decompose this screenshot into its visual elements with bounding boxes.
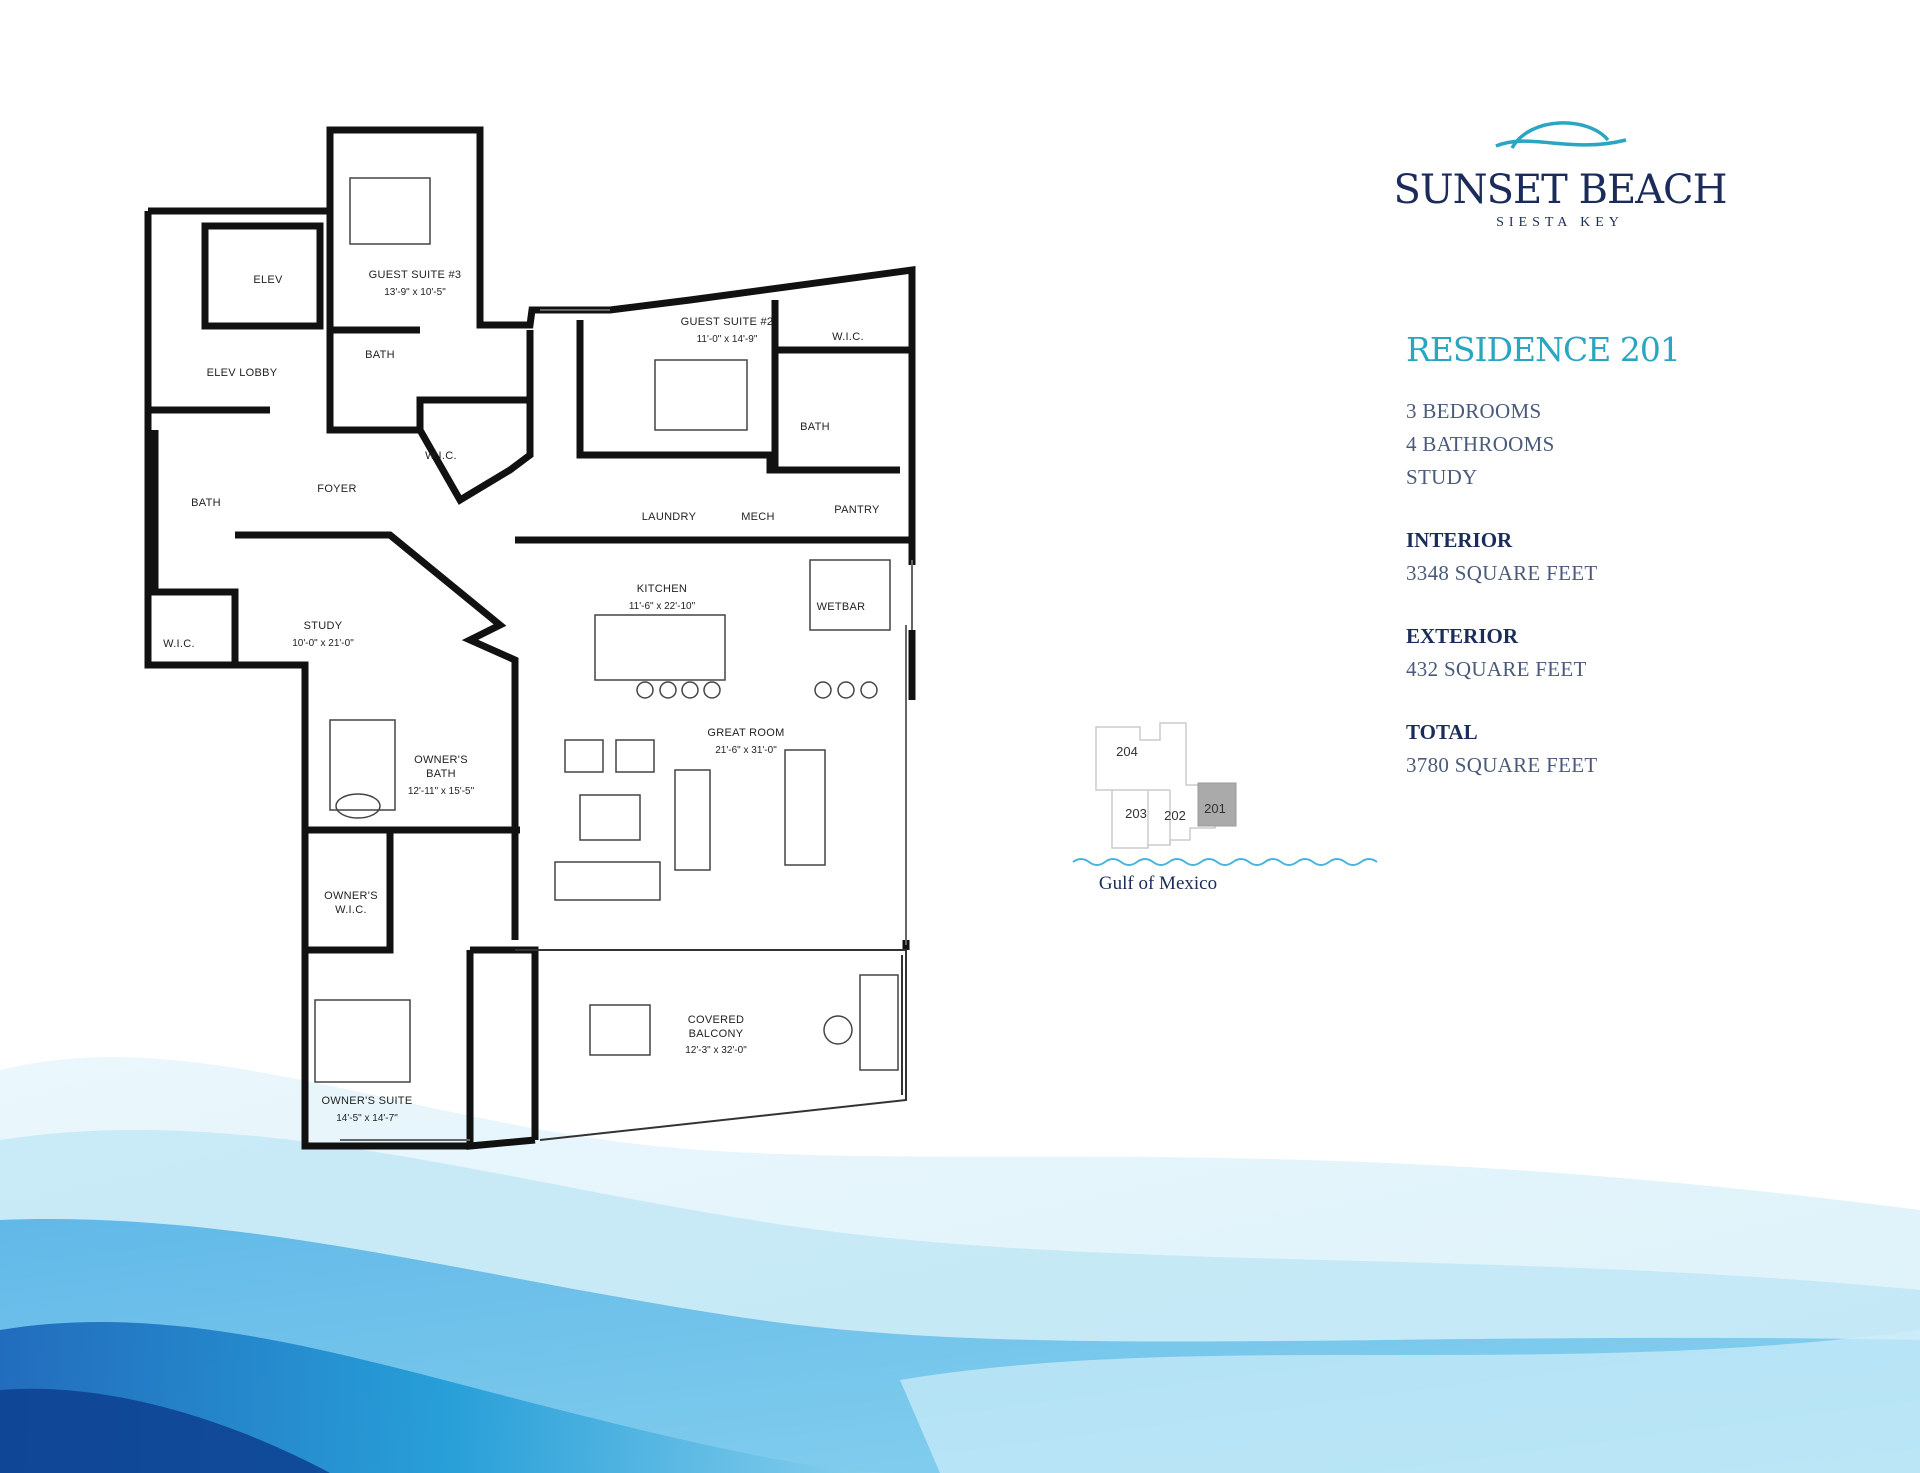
key-plan: 204 203 202 201 Gulf of Mexico	[1072, 722, 1378, 894]
glazing-lines	[340, 309, 913, 1141]
room-bath-left: BATH	[191, 497, 221, 509]
key-unit-203: 203	[1125, 806, 1147, 821]
room-study: STUDY	[304, 620, 343, 632]
exterior-value: 432 SQUARE FEET	[1406, 657, 1587, 681]
room-kitchen-dim: 11'-6" x 22'-10"	[629, 601, 696, 612]
exterior-label: EXTERIOR	[1406, 624, 1519, 648]
room-wic-mid: W.I.C.	[425, 450, 457, 462]
room-wic-top: W.I.C.	[832, 331, 864, 343]
feature-bedrooms: 3 BEDROOMS	[1406, 399, 1542, 423]
room-owners-wic-2: W.I.C.	[335, 904, 367, 916]
room-balcony-1: COVERED	[688, 1014, 745, 1026]
room-great-room-dim: 21'-6" x 31'-0"	[715, 745, 777, 756]
room-study-dim: 10'-0" x 21'-0"	[292, 638, 354, 649]
room-labels: ELEV ELEV LOBBY GUEST SUITE #3 13'-9" x …	[163, 269, 880, 1124]
key-unit-201: 201	[1204, 801, 1226, 816]
room-elev: ELEV	[253, 274, 283, 286]
room-kitchen: KITCHEN	[637, 583, 687, 595]
brand-location: SIESTA KEY	[1496, 215, 1624, 230]
wave-logo-icon	[1495, 121, 1627, 149]
room-laundry: LAUNDRY	[642, 511, 697, 523]
interior-label: INTERIOR	[1406, 528, 1513, 552]
key-unit-202: 202	[1164, 808, 1186, 823]
room-guest-suite-3-dim: 13'-9" x 10'-5"	[384, 287, 446, 298]
room-wetbar: WETBAR	[817, 601, 866, 613]
brand-logo: SUNSET BEACH SIESTA KEY	[1380, 110, 1740, 231]
room-bath-top: BATH	[365, 349, 395, 361]
room-guest-suite-2-dim: 11'-0" x 14'-9"	[697, 334, 758, 345]
room-balcony-dim: 12'-3" x 32'-0"	[685, 1045, 747, 1056]
key-unit-204: 204	[1116, 744, 1138, 759]
plan-walls	[144, 126, 916, 1150]
room-owners-bath-dim: 12'-11" x 15'-5"	[408, 786, 475, 797]
room-foyer: FOYER	[317, 483, 356, 495]
key-water-line	[1072, 858, 1378, 866]
key-plan-highlight-unit	[1197, 782, 1237, 827]
room-pantry: PANTRY	[834, 504, 880, 516]
room-guest-suite-3: GUEST SUITE #3	[369, 269, 462, 281]
furniture	[314, 177, 899, 1083]
residence-info: RESIDENCE 201 3 BEDROOMS 4 BATHROOMS STU…	[1406, 330, 1876, 782]
balcony-outline	[515, 949, 907, 1141]
room-owners-suite: OWNER'S SUITE	[322, 1095, 413, 1107]
feature-bathrooms: 4 BATHROOMS	[1406, 432, 1555, 456]
interior-value: 3348 SQUARE FEET	[1406, 561, 1598, 585]
room-bath-right: BATH	[800, 421, 830, 433]
total-value: 3780 SQUARE FEET	[1406, 753, 1598, 777]
room-owners-bath-1: OWNER'S	[414, 754, 468, 766]
room-mech: MECH	[741, 511, 775, 523]
room-elev-lobby: ELEV LOBBY	[207, 367, 278, 379]
key-gulf-label: Gulf of Mexico	[1099, 873, 1217, 894]
room-balcony-2: BALCONY	[689, 1028, 744, 1040]
residence-title: RESIDENCE 201	[1406, 330, 1681, 369]
room-wic-left: W.I.C.	[163, 638, 195, 650]
brand-name: SUNSET BEACH	[1393, 167, 1727, 213]
room-owners-bath-2: BATH	[426, 768, 456, 780]
room-guest-suite-2: GUEST SUITE #2	[681, 316, 774, 328]
room-owners-wic-1: OWNER'S	[324, 890, 378, 902]
feature-study: STUDY	[1406, 465, 1478, 489]
total-label: TOTAL	[1406, 720, 1478, 744]
room-great-room: GREAT ROOM	[707, 727, 784, 739]
room-owners-suite-dim: 14'-5" x 14'-7"	[336, 1113, 398, 1124]
